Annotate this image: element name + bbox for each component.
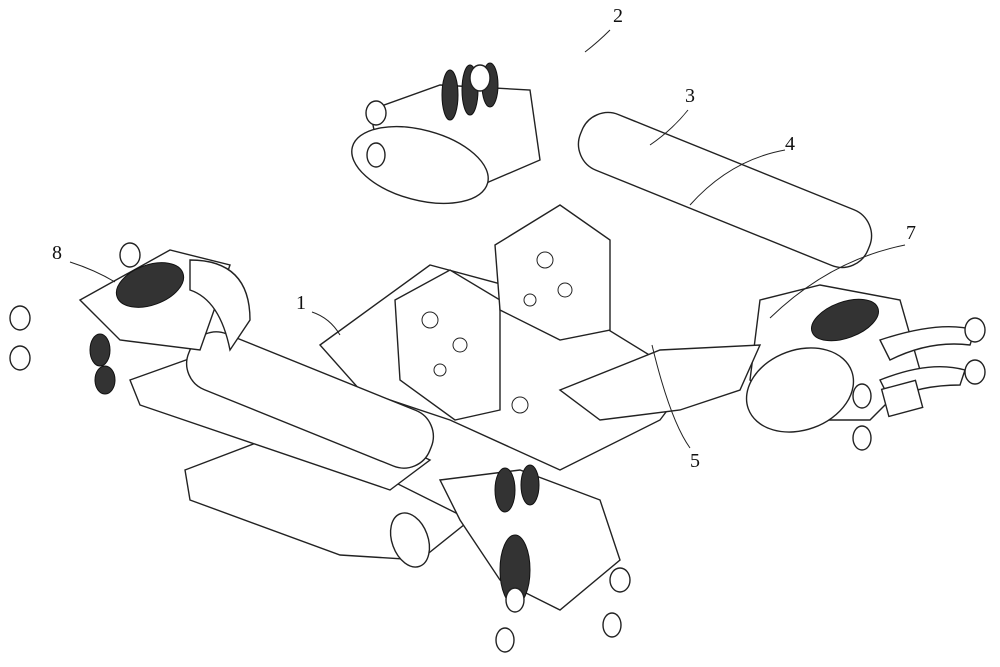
label-2: 2	[613, 5, 623, 28]
label-4: 4	[785, 133, 795, 156]
label-8: 8	[52, 242, 62, 265]
label-7: 7	[906, 222, 916, 245]
label-3: 3	[685, 85, 695, 108]
label-5: 5	[690, 450, 700, 473]
label-1: 1	[296, 292, 306, 315]
